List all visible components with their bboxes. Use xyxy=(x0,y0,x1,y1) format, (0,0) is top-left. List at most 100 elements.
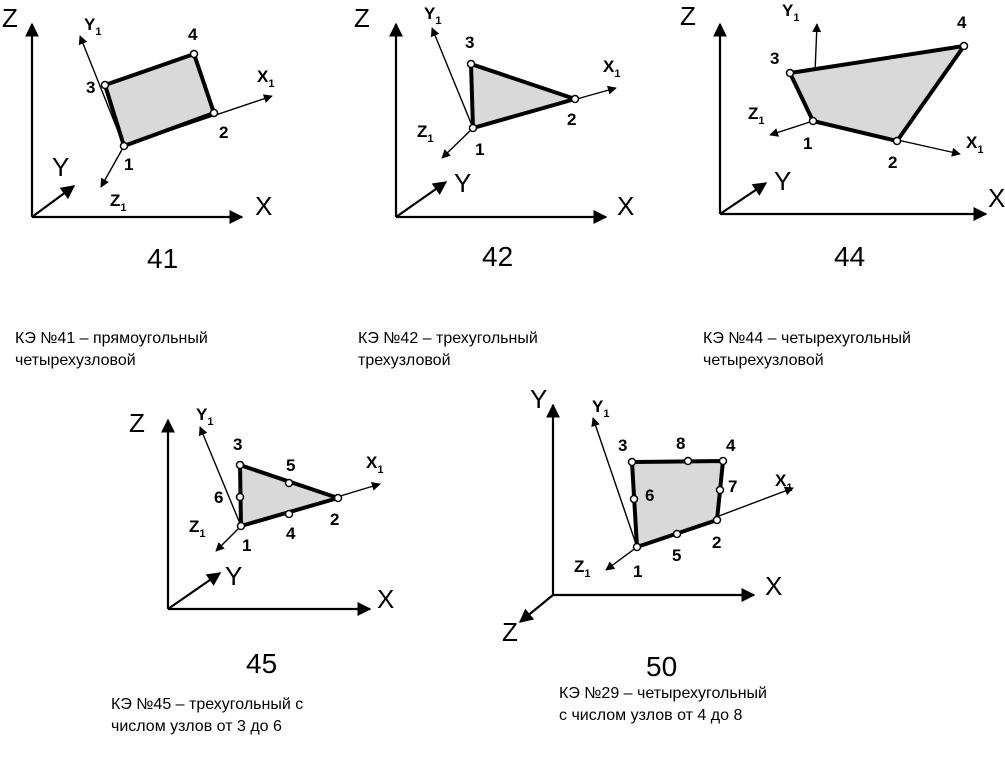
y1-label: Y1 xyxy=(84,15,101,38)
y-axis-label: Y xyxy=(454,168,471,198)
node-1 xyxy=(632,542,642,552)
caption-42-line2: трехузловой xyxy=(358,352,451,369)
node-2 xyxy=(712,515,722,525)
node-label-4: 4 xyxy=(726,436,736,455)
x1-label: X1 xyxy=(257,67,274,90)
figure-41: Z X Y Y1 X1 Z1 1 2 3 4 41 xyxy=(2,3,274,274)
node-1 xyxy=(119,141,129,151)
node-label-3: 3 xyxy=(233,435,242,454)
node-3 xyxy=(785,68,795,78)
y-axis-label: Y xyxy=(530,384,547,414)
node-2 xyxy=(570,94,580,104)
node-2 xyxy=(209,108,219,118)
local-z1-axis xyxy=(769,120,814,137)
global-z-axis xyxy=(518,594,554,623)
z-axis-label: Z xyxy=(680,1,696,31)
caption-41-line1: КЭ №41 – прямоугольный xyxy=(15,330,208,347)
z-axis-label: Z xyxy=(2,3,18,33)
node-label-6: 6 xyxy=(214,488,223,507)
node-label-5: 5 xyxy=(286,456,295,475)
figure-number: 50 xyxy=(646,651,677,682)
figure-42: Z X Y Y1 X1 Z1 1 2 3 42 xyxy=(354,3,634,272)
triangular-element xyxy=(469,62,577,130)
node-3 xyxy=(235,460,245,470)
figure-number: 42 xyxy=(482,241,513,272)
x-axis-label: X xyxy=(255,191,272,221)
node-label-3: 3 xyxy=(86,78,95,97)
figure-44: Z X Y Y1 X1 Z1 1 2 3 4 44 xyxy=(680,1,1005,272)
node-2 xyxy=(892,136,902,146)
node-label-4: 4 xyxy=(957,13,967,32)
node-6 xyxy=(235,492,245,502)
caption-45: КЭ №45 – трехугольный с числом узлов от … xyxy=(111,694,303,738)
local-y1-axis xyxy=(198,426,242,527)
caption-50: КЭ №29 – четырехугольный с числом узлов … xyxy=(559,683,767,727)
local-y1-axis xyxy=(430,27,474,129)
node-3 xyxy=(100,80,110,90)
figure-number: 44 xyxy=(834,241,865,272)
z-axis-label: Z xyxy=(502,617,518,647)
local-z1-axis xyxy=(605,546,638,571)
node-2 xyxy=(333,493,343,503)
node-6 xyxy=(629,494,639,504)
local-z1-axis xyxy=(100,145,125,188)
z1-label: Z1 xyxy=(110,191,127,214)
y1-label: Y1 xyxy=(592,397,609,420)
y-axis-label: Y xyxy=(52,152,69,182)
figure-45: Z X Y Y1 X1 Z1 1 2 3 4 5 6 45 xyxy=(129,405,394,679)
x1-label: X1 xyxy=(966,133,983,156)
node-5 xyxy=(672,529,682,539)
x-axis-label: X xyxy=(617,191,634,221)
x-axis-label: X xyxy=(988,183,1005,213)
x1-label: X1 xyxy=(366,453,383,476)
x1-label: X1 xyxy=(775,471,792,494)
node-8 xyxy=(683,456,693,466)
caption-44: КЭ №44 – четырехугольный четырехузловой xyxy=(703,328,911,372)
y-axis-label: Y xyxy=(774,166,791,196)
z1-label: Z1 xyxy=(574,557,591,580)
global-y-axis xyxy=(395,181,448,218)
node-3 xyxy=(627,457,637,467)
node-label-3: 3 xyxy=(618,436,627,455)
local-z1-axis xyxy=(441,127,474,159)
caption-50-line2: с числом узлов от 4 до 8 xyxy=(559,707,743,724)
figure-50: Y X Z Y1 X1 Z1 1 2 3 4 5 6 7 8 50 xyxy=(502,384,794,682)
caption-41-line2: четырехузловой xyxy=(15,352,136,369)
x-axis-label: X xyxy=(377,584,394,614)
node-7 xyxy=(715,485,725,495)
node-1 xyxy=(808,116,818,126)
node-4 xyxy=(284,509,294,519)
node-label-2: 2 xyxy=(330,510,339,529)
caption-45-line1: КЭ №45 – трехугольный с xyxy=(111,696,304,713)
node-label-4: 4 xyxy=(286,524,296,543)
caption-50-line1: КЭ №29 – четырехугольный xyxy=(559,685,767,702)
global-y-axis xyxy=(167,572,222,610)
node-label-1: 1 xyxy=(803,134,812,153)
node-label-2: 2 xyxy=(567,110,576,129)
caption-44-line1: КЭ №44 – четырехугольный xyxy=(703,330,911,347)
caption-41: КЭ №41 – прямоугольный четырехузловой xyxy=(15,328,208,372)
node-label-4: 4 xyxy=(188,25,198,44)
node-1 xyxy=(468,123,478,133)
node-label-3: 3 xyxy=(770,49,779,68)
node-label-7: 7 xyxy=(728,477,737,496)
z1-label: Z1 xyxy=(417,122,434,145)
node-label-5: 5 xyxy=(672,546,681,565)
caption-42-line1: КЭ №42 – трехугольный xyxy=(358,330,538,347)
rectangular-element xyxy=(103,52,216,148)
y1-label: Y1 xyxy=(196,405,213,428)
figure-number: 41 xyxy=(147,243,178,274)
node-label-1: 1 xyxy=(124,155,133,174)
caption-42: КЭ №42 – трехугольный трехузловой xyxy=(358,328,538,372)
node-label-1: 1 xyxy=(475,140,484,159)
node-label-2: 2 xyxy=(219,123,228,142)
node-label-2: 2 xyxy=(888,153,897,172)
node-label-8: 8 xyxy=(676,434,685,453)
node-label-6: 6 xyxy=(645,486,654,505)
node-1 xyxy=(236,521,246,531)
z-axis-label: Z xyxy=(129,408,145,438)
caption-44-line2: четырехузловой xyxy=(703,352,824,369)
local-z1-axis xyxy=(215,525,242,552)
z1-label: Z1 xyxy=(189,517,206,540)
